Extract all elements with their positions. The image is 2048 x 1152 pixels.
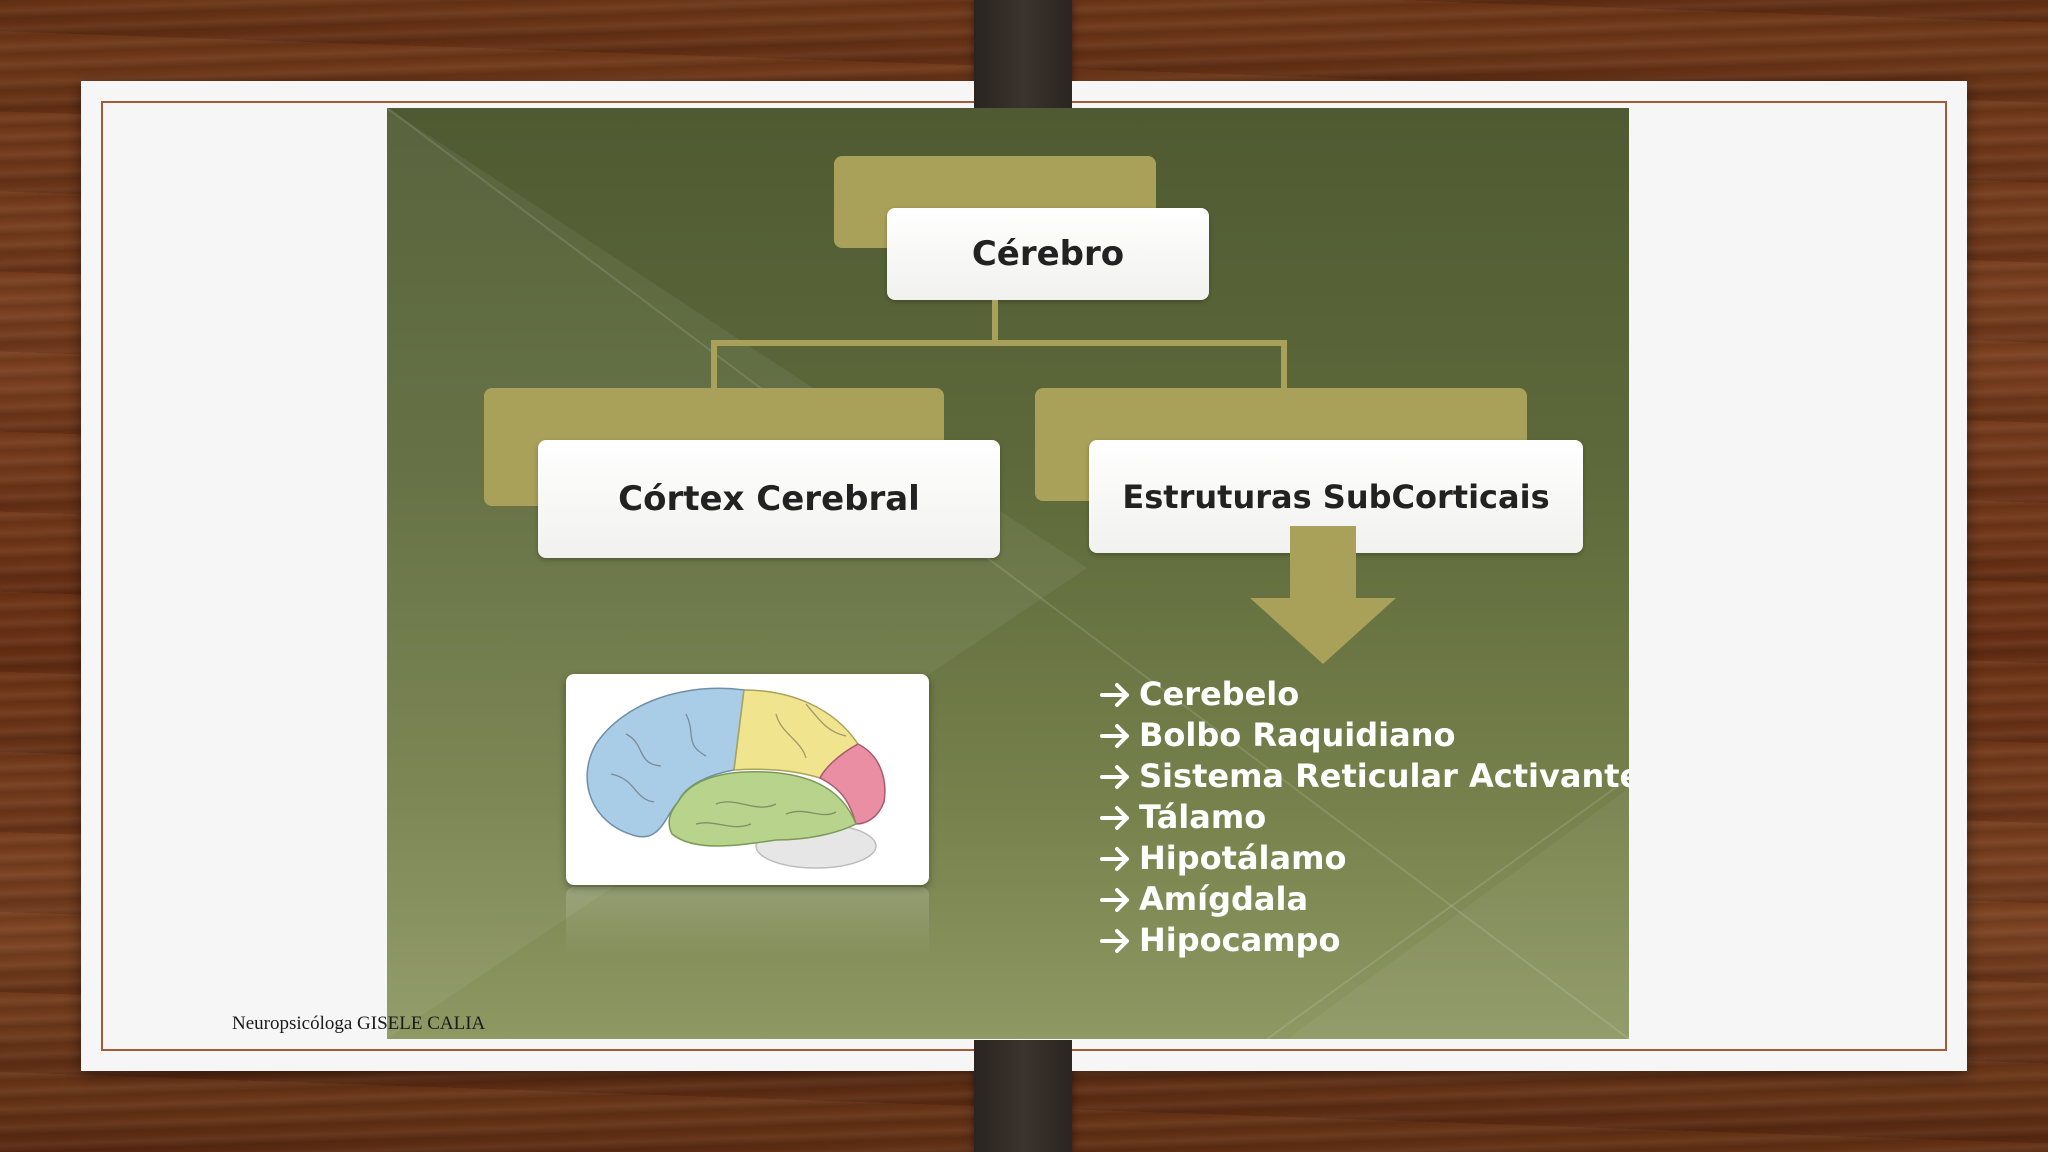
list-item-label: Tálamo: [1139, 798, 1267, 836]
list-item: Tálamo: [1099, 797, 1629, 838]
strap-bottom: [974, 1040, 1072, 1152]
arrow-right-icon: [1100, 805, 1129, 830]
brain-image-reflection: [566, 887, 929, 957]
arrow-right-icon: [1100, 723, 1129, 748]
author-credit: Neuropsicóloga GISELE CALIA: [232, 1013, 486, 1034]
connector-right-drop: [1281, 340, 1287, 390]
arrow-right-icon: [1100, 846, 1129, 871]
connector-horizontal: [711, 340, 1287, 346]
root-node-label: Cérebro: [971, 234, 1125, 274]
slide: Cérebro Córtex Cerebral Estruturas SubCo…: [387, 108, 1629, 1039]
brain-image: [566, 674, 929, 885]
strap-top: [974, 0, 1072, 108]
list-item: Amígdala: [1099, 879, 1629, 920]
arrow-right-icon: [1100, 887, 1129, 912]
slide-background-lines: [387, 108, 1629, 1039]
list-item: Hipotálamo: [1099, 838, 1629, 879]
list-item-label: Amígdala: [1139, 880, 1309, 918]
subcortical-list: Cerebelo Bolbo Raquidiano Sistema Reticu…: [1099, 674, 1629, 961]
cortex-node: Córtex Cerebral: [538, 440, 1000, 558]
list-item-label: Sistema Reticular Activante: [1139, 757, 1629, 795]
list-item: Cerebelo: [1099, 674, 1629, 715]
brain-lobes-icon: [586, 687, 886, 869]
connector-root-stem: [992, 300, 998, 340]
list-item-label: Hipocampo: [1139, 921, 1341, 959]
subcortical-node: Estruturas SubCorticais: [1089, 440, 1583, 553]
list-item-label: Hipotálamo: [1139, 839, 1347, 877]
down-arrow-icon: [1250, 526, 1396, 664]
arrow-right-icon: [1100, 682, 1129, 707]
root-node: Cérebro: [887, 208, 1209, 300]
arrow-right-icon: [1100, 764, 1129, 789]
list-item: Sistema Reticular Activante: [1099, 756, 1629, 797]
connector-left-drop: [711, 340, 717, 390]
list-item: Hipocampo: [1099, 920, 1629, 961]
arrow-right-icon: [1100, 928, 1129, 953]
cortex-node-label: Córtex Cerebral: [618, 479, 920, 519]
list-item: Bolbo Raquidiano: [1099, 715, 1629, 756]
list-item-label: Cerebelo: [1139, 675, 1300, 713]
list-item-label: Bolbo Raquidiano: [1139, 716, 1456, 754]
subcortical-node-label: Estruturas SubCorticais: [1122, 477, 1550, 516]
